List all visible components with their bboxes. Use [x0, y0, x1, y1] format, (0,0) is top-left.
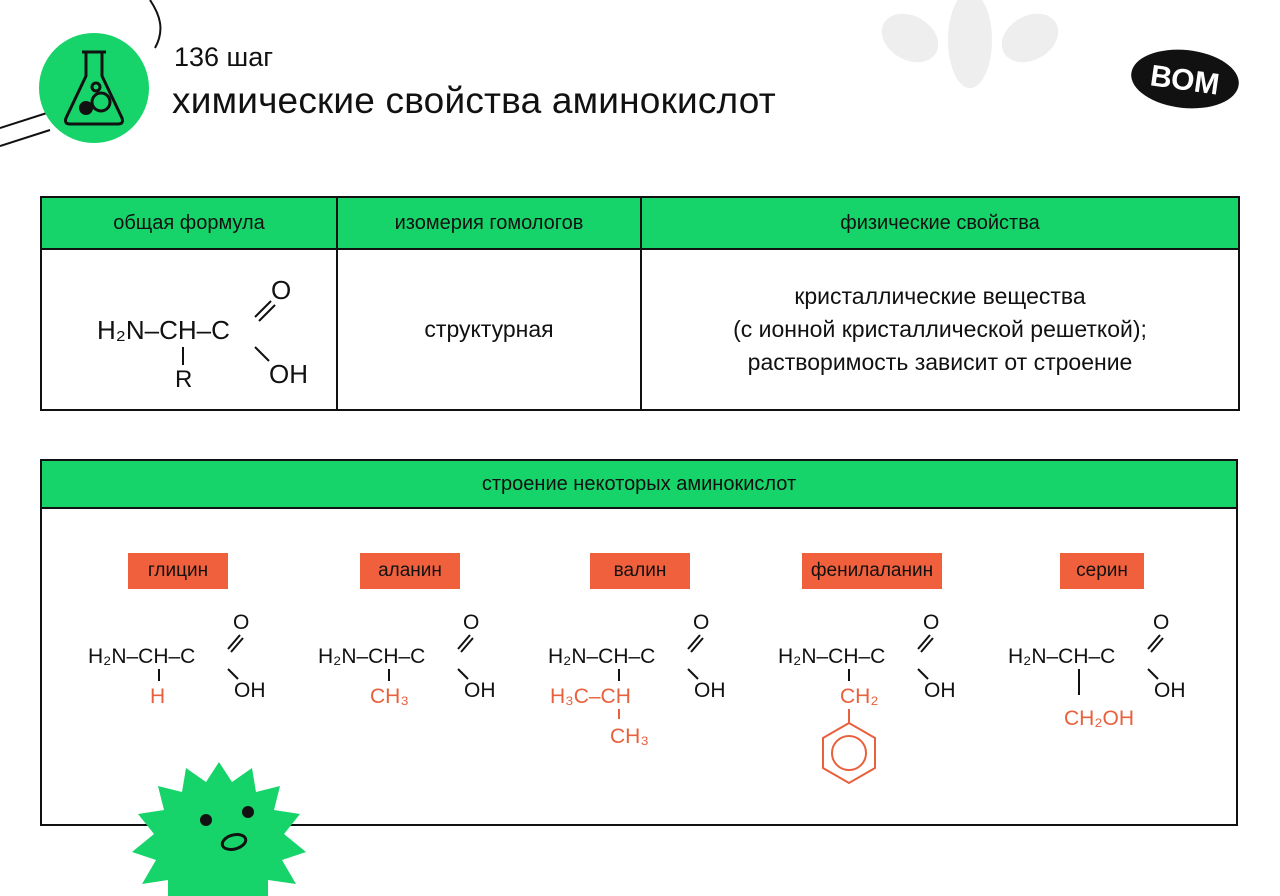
carbonyl-label: O	[233, 611, 249, 634]
hydroxyl-label: OH	[924, 679, 956, 702]
flask-icon	[39, 33, 149, 143]
glycine-structure: H₂N–CH–C O OH H	[88, 611, 266, 708]
isomerism-cell: структурная	[336, 248, 642, 411]
physical-properties-cell: кристаллические вещества (с ионной крист…	[640, 248, 1240, 411]
column-header-physical: физические свойства	[640, 196, 1240, 250]
acid-name-alanine: аланин	[360, 553, 460, 589]
side-chain-label: CH₃	[370, 685, 409, 708]
structures-heading: строение некоторых аминокислот	[42, 461, 1236, 509]
physical-line-3: растворимость зависит от строение	[747, 349, 1133, 375]
carbonyl-label: O	[923, 611, 939, 634]
decorative-lines	[0, 0, 162, 147]
formula-hydroxyl: OH	[269, 359, 308, 389]
page-title: химические свойства аминокислот	[172, 80, 776, 121]
hydroxyl-label: OH	[464, 679, 496, 702]
acid-name-glycine: глицин	[128, 553, 228, 589]
side-chain-label: CH₂	[840, 685, 878, 708]
general-formula: H₂N–CH–C R O OH	[97, 275, 308, 393]
phenylalanine-structure: H₂N–CH–C O OH CH₂	[778, 611, 956, 785]
column-header-formula: общая формула	[40, 196, 338, 250]
sparkle-decoration	[881, 0, 1059, 88]
step-label: 136 шаг	[174, 42, 274, 72]
hydroxyl-label: OH	[694, 679, 726, 702]
mascot-eye	[200, 814, 212, 826]
mascot-eye	[242, 806, 254, 818]
valine-structure: H₂N–CH–C O OH H₃C–CH CH₃	[548, 611, 726, 748]
physical-line-2: (с ионной кристаллической решеткой);	[733, 316, 1147, 342]
structures-section: строение некоторых аминокислот	[40, 459, 1238, 826]
backbone-label: H₂N–CH–C	[778, 645, 885, 668]
side-chain-label: CH₂OH	[1064, 707, 1134, 730]
backbone-label: H₂N–CH–C	[318, 645, 425, 668]
benzene-ring	[822, 721, 876, 785]
side-chain-label: CH₃	[610, 725, 649, 748]
properties-table: общая формула изомерия гомологов физичес…	[40, 196, 1240, 411]
alanine-structure: H₂N–CH–C O OH CH₃	[318, 611, 496, 708]
carbonyl-label: O	[463, 611, 479, 634]
carbonyl-label: O	[693, 611, 709, 634]
mascot-blob	[132, 762, 306, 896]
backbone-label: H₂N–CH–C	[1008, 645, 1115, 668]
side-chain-label: H	[150, 685, 165, 708]
acid-name-valine: валин	[590, 553, 690, 589]
backbone-label: H₂N–CH–C	[88, 645, 195, 668]
formula-side-chain: R	[175, 366, 192, 393]
hydroxyl-label: OH	[234, 679, 266, 702]
brand-logo: ВОМ	[1131, 49, 1239, 109]
backbone-label: H₂N–CH–C	[548, 645, 655, 668]
carbonyl-label: O	[1153, 611, 1169, 634]
hydroxyl-label: OH	[1154, 679, 1186, 702]
formula-backbone: H₂N–CH–C	[97, 315, 230, 345]
general-formula-cell: H₂N–CH–C R O OH	[40, 248, 338, 411]
acid-name-serine: серин	[1060, 553, 1144, 589]
acid-name-phenylalanine: фенилаланин	[802, 553, 942, 589]
physical-line-1: кристаллические вещества	[794, 283, 1086, 309]
formula-carbonyl: O	[271, 275, 291, 305]
mascot-mouth	[220, 833, 248, 851]
benzene-ring-inner	[831, 735, 867, 771]
column-header-isomerism: изомерия гомологов	[336, 196, 642, 250]
serine-structure: H₂N–CH–C O OH CH₂OH	[1008, 611, 1186, 730]
side-chain-label: H₃C–CH	[550, 685, 631, 708]
